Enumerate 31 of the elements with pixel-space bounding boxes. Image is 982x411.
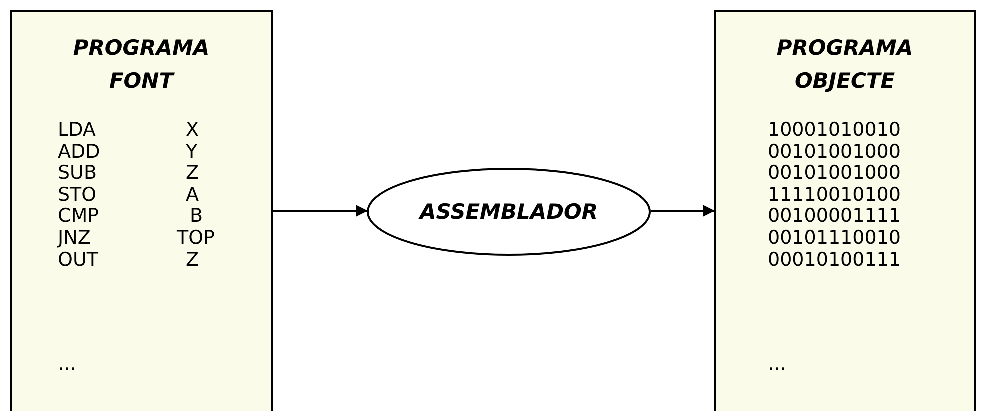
operand-text: TOP [177,228,216,250]
operand-text: X [186,120,200,142]
binary-code-text: 00010100111 [768,250,901,272]
binary-code-text: 00100001111 [768,206,901,228]
instruction-text: LDA [58,120,96,142]
arrow [651,205,715,217]
instruction-text: ADD [58,142,100,164]
instruction-text: CMP [58,206,100,228]
instruction-text: JNZ [58,228,91,250]
operand-text: Z [186,163,200,185]
instruction-text: OUT [58,250,98,272]
binary-code-text: 00101001000 [768,142,901,164]
panel-heading: PROGRAMA FONT [72,35,211,95]
instruction-text: SUB [58,163,98,185]
process-label: ASSEMBLADOR [418,199,600,226]
ellipsis-text: ... [58,354,76,376]
program-panel [714,10,976,411]
program-panel [10,10,273,411]
binary-code-text: 10001010010 [768,120,901,142]
operand-text: B [190,206,204,228]
process-ellipse [367,168,651,256]
binary-code-text: 11110010100 [768,184,901,206]
arrow [273,205,368,217]
ellipsis-text: ... [768,354,786,376]
binary-code-text: 00101001000 [768,163,901,185]
operand-text: Z [186,250,200,272]
instruction-text: STO [58,184,97,206]
operand-text: A [186,184,199,206]
binary-code-text: 00101110010 [768,228,901,250]
panel-heading: PROGRAMA OBJECTE [776,35,914,95]
operand-text: Y [186,142,198,164]
